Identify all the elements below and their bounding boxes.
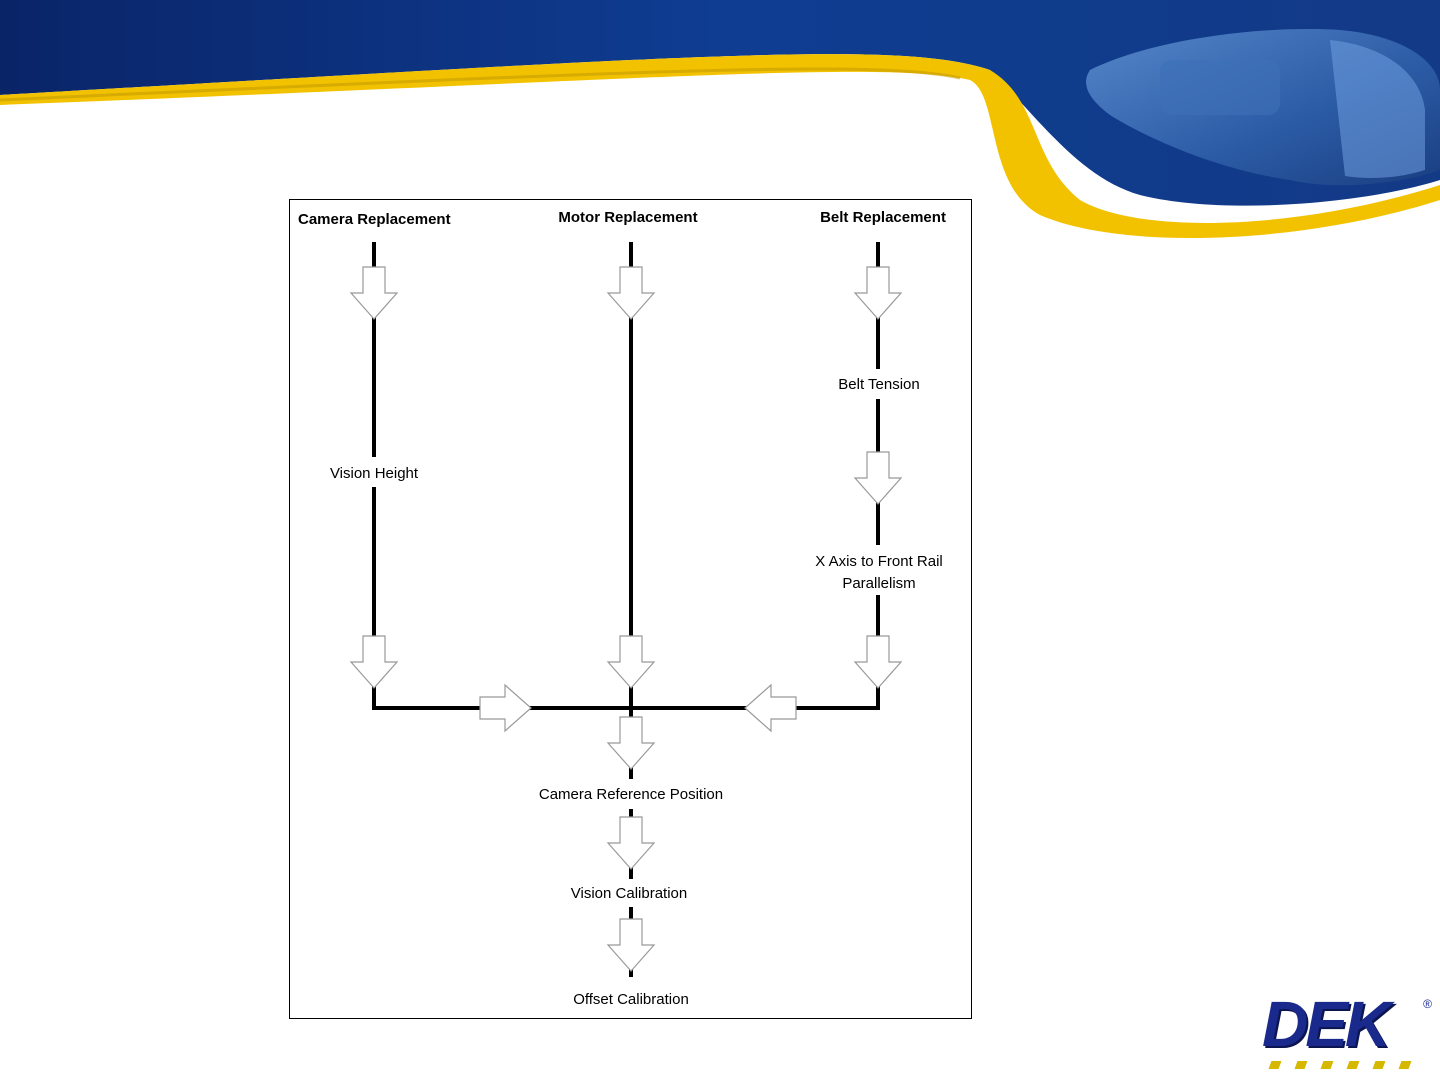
step-x-axis-parallelism: X Axis to Front Rail (815, 553, 943, 570)
dek-logo: DEK ® (1262, 993, 1432, 1073)
down-arrow-icon (608, 717, 654, 769)
calibration-flowchart: Camera Replacement Motor Replacement Bel… (289, 199, 972, 1019)
left-arrow-icon (745, 685, 796, 731)
logo-dots (1270, 1061, 1410, 1069)
step-camera-reference-position: Camera Reference Position (539, 786, 723, 803)
down-arrow-icon (608, 267, 654, 319)
down-arrow-icon (351, 636, 397, 688)
down-arrow-icon (608, 636, 654, 688)
down-arrow-icon (608, 817, 654, 869)
step-vision-calibration: Vision Calibration (571, 885, 687, 902)
header-belt-replacement: Belt Replacement (820, 209, 946, 226)
down-arrow-icon (855, 636, 901, 688)
registered-mark: ® (1423, 997, 1432, 1011)
down-arrow-icon (855, 267, 901, 319)
down-arrow-icon (608, 919, 654, 971)
down-arrow-icon (855, 452, 901, 504)
header-motor-replacement: Motor Replacement (558, 209, 697, 226)
step-belt-tension: Belt Tension (838, 376, 919, 393)
right-arrow-icon (480, 685, 531, 731)
step-vision-height: Vision Height (330, 465, 419, 482)
step-x-axis-parallelism-line2: Parallelism (842, 575, 915, 592)
logo-text: DEK (1262, 987, 1388, 1061)
step-offset-calibration: Offset Calibration (573, 991, 689, 1008)
header-camera-replacement: Camera Replacement (298, 211, 451, 228)
down-arrow-icon (351, 267, 397, 319)
